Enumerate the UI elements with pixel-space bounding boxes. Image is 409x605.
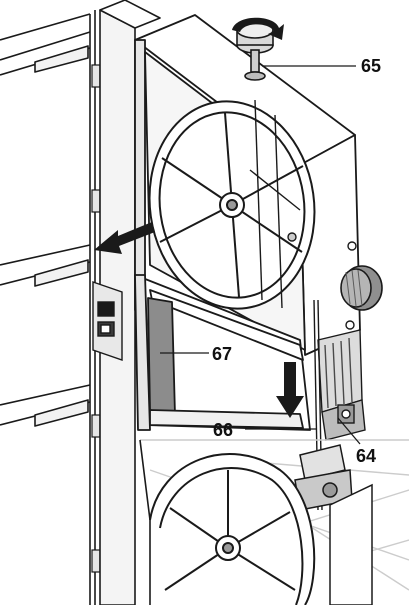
tension-knob xyxy=(236,21,274,81)
blade-guide-post xyxy=(317,329,366,441)
callout-67: 67 xyxy=(212,344,233,364)
upper-wheel xyxy=(148,100,316,310)
arrow-left-icon xyxy=(94,222,155,254)
arrow-down-icon xyxy=(276,362,304,418)
callout-66: 66 xyxy=(213,420,234,440)
leader-lines xyxy=(160,65,361,445)
housing-inner-edges xyxy=(249,99,357,330)
door-hinges xyxy=(91,64,101,573)
lower-wheel xyxy=(139,439,316,605)
power-switch xyxy=(92,281,123,361)
rotate-arrow-icon xyxy=(232,17,284,40)
table-mount xyxy=(294,444,373,605)
blade-window xyxy=(134,274,311,431)
side-adjust-knob xyxy=(340,265,383,311)
open-door xyxy=(0,10,96,605)
callout-64: 64 xyxy=(356,446,377,466)
callout-65: 65 xyxy=(361,56,382,76)
